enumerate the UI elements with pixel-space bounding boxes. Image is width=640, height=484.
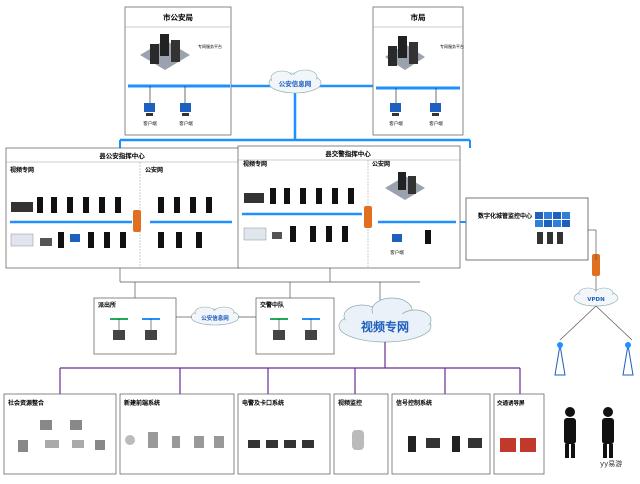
camera-icon [95, 440, 105, 450]
server-cluster-icon [385, 172, 425, 200]
svg-text:县交警指挥中心: 县交警指挥中心 [325, 149, 371, 158]
svg-text:公安网: 公安网 [145, 166, 163, 174]
workstation-icon [145, 330, 157, 340]
svg-text:视频专网: 视频专网 [243, 160, 267, 168]
svg-text:交通诱导屏: 交通诱导屏 [497, 399, 525, 407]
video-net-cloud: 视频专网 [338, 297, 432, 343]
city-police-box: 市公安局 专网服务平台 客户端 客户端 [124, 6, 232, 136]
digital-urban-center-box: 数字化城管监控中心 [465, 197, 589, 261]
svg-text:新建前端系统: 新建前端系统 [124, 399, 160, 407]
svg-text:专网服务平台: 专网服务平台 [440, 43, 464, 49]
group-video-monitor: 视频监控 [333, 393, 389, 475]
signal-controller-icon [452, 436, 460, 452]
svg-text:客户端: 客户端 [429, 120, 443, 127]
county-command-center-box: 县公安指挥中心 视频专网 公安网 [5, 147, 241, 269]
server-cluster-icon [385, 36, 425, 70]
group-signal-control: 信号控制系统 [391, 393, 491, 475]
group-traffic-guide: 交通诱导屏 [493, 393, 545, 475]
camera-icon [45, 440, 59, 448]
server-icon [425, 230, 431, 244]
firewall-icon [592, 254, 600, 276]
platform-label: 专网服务平台 [198, 43, 222, 49]
server-rack-icon [243, 226, 348, 242]
workstation-icon [305, 330, 317, 340]
camera-icon [214, 436, 224, 448]
svg-text:电警及卡口系统: 电警及卡口系统 [242, 399, 284, 407]
watermark-text: yy易游 [600, 459, 622, 468]
svg-text:派出所: 派出所 [98, 301, 116, 309]
signal-controller-icon [408, 436, 416, 452]
workstation-icon [273, 330, 285, 340]
camera-icon [352, 430, 364, 450]
svg-text:客户端: 客户端 [179, 120, 193, 127]
svg-text:数字化城管监控中心: 数字化城管监控中心 [478, 212, 532, 220]
vpdn-cloud: VPDN [573, 287, 619, 307]
group-police-gate: 电警及卡口系统 [237, 393, 331, 475]
client-pc-icon [144, 103, 191, 116]
group-new-frontend: 新建前端系统 [119, 393, 235, 475]
svg-text:视频专网: 视频专网 [361, 319, 409, 334]
city-bureau-box: 市局 专网服务平台 客户端 客户端 [372, 6, 464, 136]
svg-text:公安信息网: 公安信息网 [201, 314, 229, 322]
svg-text:交警中队: 交警中队 [260, 301, 285, 309]
svg-text:视频专网: 视频专网 [10, 166, 34, 174]
device-icon [248, 440, 260, 448]
camera-icon [172, 436, 180, 448]
firewall-icon [364, 206, 372, 228]
client-pc-icon [392, 234, 402, 242]
guide-screen-icon [500, 438, 516, 452]
camera-icon [18, 440, 28, 452]
county-traffic-center-box: 县交警指挥中心 视频专网 公安网 [237, 145, 461, 269]
server-rack-icon [10, 232, 202, 248]
device-icon [284, 440, 296, 448]
group-social-resources: 社会资源整合 [3, 393, 117, 475]
city-police-title: 市公安局 [163, 12, 193, 22]
camera-icon [70, 420, 82, 430]
svg-text:VPDN: VPDN [587, 297, 605, 303]
server-rack-icon [11, 197, 212, 213]
signal-controller-icon [426, 438, 440, 448]
traffic-squad-box: 交警中队 [255, 297, 335, 355]
server-rack-icon [244, 188, 354, 204]
patrol-station-box: 派出所 [93, 297, 177, 355]
svg-text:社会资源整合: 社会资源整合 [7, 399, 45, 407]
svg-text:公安网: 公安网 [372, 160, 390, 168]
svg-text:客户端: 客户端 [143, 120, 157, 127]
dome-camera-icon [125, 435, 135, 445]
wireless-tower-icon [554, 342, 634, 376]
device-icon [266, 440, 278, 448]
camera-icon [72, 440, 84, 448]
city-bureau-title: 市局 [411, 12, 426, 22]
police-info-net-cloud: 公安信息网 [268, 69, 322, 94]
svg-text:视频监控: 视频监控 [338, 399, 362, 407]
camera-icon [194, 436, 204, 448]
firewall-icon [133, 210, 141, 232]
device-icon [302, 440, 314, 448]
svg-text:信号控制系统: 信号控制系统 [396, 399, 432, 407]
camera-icon [148, 432, 158, 448]
guide-screen-icon [520, 438, 536, 452]
video-wall-icon [535, 212, 570, 244]
police-net-cloud-mid: 公安信息网 [190, 306, 240, 326]
officer-icon [564, 407, 614, 458]
signal-controller-icon [468, 438, 482, 448]
client-pc-icon [390, 103, 441, 116]
camera-icon [40, 420, 52, 430]
workstation-icon [113, 330, 125, 340]
svg-text:客户端: 客户端 [389, 120, 403, 127]
svg-text:县公安指挥中心: 县公安指挥中心 [99, 151, 145, 160]
server-cluster-icon [140, 34, 190, 70]
svg-text:客户端: 客户端 [390, 249, 404, 256]
svg-text:公安信息网: 公安信息网 [279, 79, 312, 88]
